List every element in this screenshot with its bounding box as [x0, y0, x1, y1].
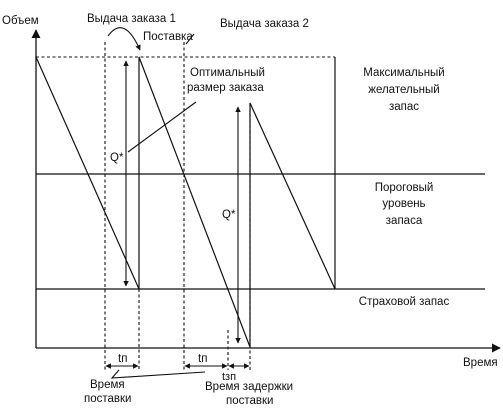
- delay-label-1: Время задержки: [205, 381, 293, 393]
- delay-label-2: поставки: [226, 395, 273, 407]
- threshold-label-2: уровень: [382, 198, 425, 210]
- q1-label: Q*: [110, 152, 124, 164]
- order-to-delivery-arrow: [107, 27, 141, 51]
- x-axis-label: Время: [463, 357, 498, 369]
- order1-label: Выдача заказа 1: [87, 13, 176, 25]
- inventory-sawtooth: [35, 56, 336, 348]
- max-level-label-3: запас: [389, 101, 419, 113]
- optimal-label-line1: Оптимальный: [190, 67, 265, 79]
- optimal-label-line2: размер заказа: [187, 82, 264, 94]
- threshold-label-3: запаса: [386, 215, 423, 227]
- delivery-label: Поставка: [143, 31, 193, 43]
- q2-label: Q*: [222, 209, 236, 221]
- safety-level-label: Страховой запас: [359, 296, 450, 308]
- threshold-label-1: Пороговый: [375, 182, 434, 194]
- tn2-label: tп: [198, 353, 207, 365]
- tzp-label: tзп: [222, 371, 236, 383]
- order2-label: Выдача заказа 2: [220, 18, 309, 30]
- max-level-label-1: Максимальный: [363, 67, 444, 79]
- lead-time-label-2: поставки: [84, 393, 131, 405]
- optimal-leader-line: [127, 101, 197, 153]
- max-level-label-2: желательный: [368, 84, 439, 96]
- y-axis-label: Объем: [2, 15, 39, 27]
- lead-time-leader-line: [110, 369, 206, 379]
- tn1-label: tп: [118, 353, 127, 365]
- order2-leader-line: [185, 33, 195, 45]
- lead-time-label-1: Время: [90, 379, 125, 391]
